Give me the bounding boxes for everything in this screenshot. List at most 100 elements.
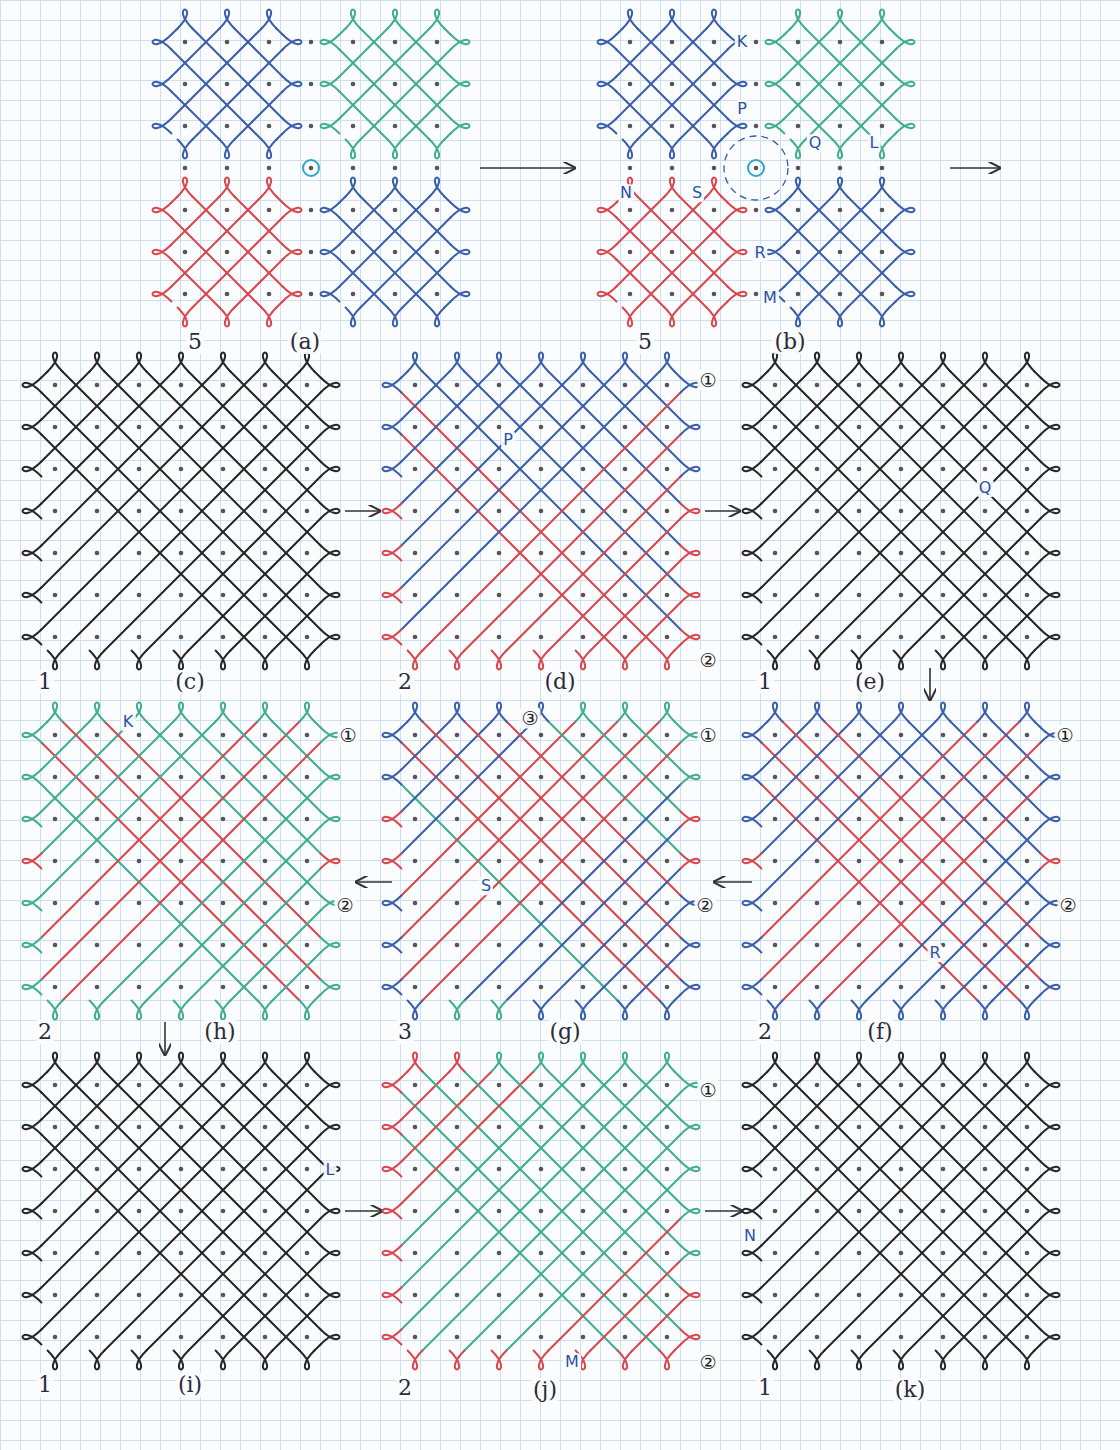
kolam-line [681, 630, 700, 645]
kolam-line [660, 1001, 675, 1020]
kolam-line [1034, 1344, 1040, 1350]
grid-dot [880, 82, 885, 87]
kolam-line [1034, 1071, 1040, 1077]
kolam-line [383, 728, 402, 743]
kolam-line [908, 1071, 1040, 1203]
grid-dot [539, 775, 544, 780]
grid-dot [393, 292, 398, 297]
grid-dot [670, 292, 675, 297]
grid-dot [899, 775, 904, 780]
grid-dot [581, 509, 586, 514]
kolam-line [272, 721, 320, 769]
kolam-line [492, 651, 507, 670]
kolam-line [234, 28, 282, 76]
grid-dot [941, 551, 946, 556]
step-arrow [480, 167, 575, 169]
grid-dot [899, 1335, 904, 1340]
grid-dot [455, 817, 460, 822]
grid-dot [225, 166, 230, 171]
kolam-line [62, 371, 320, 629]
kolam-line [104, 1134, 320, 1350]
grid-dot [941, 383, 946, 388]
kolam-line [321, 1078, 340, 1093]
grid-dot [455, 1251, 460, 1256]
grid-dot [941, 1083, 946, 1088]
grid-dot [497, 551, 502, 556]
grid-dot [95, 551, 100, 556]
kolam-line [178, 308, 193, 327]
kolam-line [346, 10, 361, 29]
kolam-line [321, 35, 340, 50]
grid-dot [983, 859, 988, 864]
kolam-line [41, 1071, 173, 1203]
kolam-line [401, 1071, 659, 1329]
kolam-line [576, 353, 591, 372]
kolam-line [743, 1288, 762, 1303]
grid-dot [1025, 593, 1030, 598]
kolam-line [401, 721, 449, 769]
grid-dot [221, 943, 226, 948]
grid-dot [221, 1125, 226, 1130]
grid-dot [309, 292, 314, 297]
kolam-line [450, 1351, 465, 1370]
grid-dot [815, 1209, 820, 1214]
kolam-line [383, 1288, 402, 1303]
grid-dot [497, 593, 502, 598]
grid-dot [305, 1125, 310, 1130]
grid-dot [263, 593, 268, 598]
grid-dot [221, 901, 226, 906]
kolam-line [766, 35, 785, 50]
kolam-line [321, 77, 340, 92]
kolam-line [784, 28, 832, 76]
step-arrow [714, 881, 752, 883]
kolam-line [90, 703, 105, 722]
kolam-line [616, 28, 664, 76]
grid-dot [857, 1083, 862, 1088]
grid-dot [539, 1125, 544, 1130]
kolam-line [623, 10, 638, 29]
grid-dot [539, 733, 544, 738]
grid-dot [754, 166, 759, 171]
grid-dot [225, 292, 230, 297]
kolam-line [784, 28, 790, 34]
kolam-line [637, 49, 727, 139]
grid-dot [838, 40, 843, 45]
kolam-line [784, 196, 832, 244]
kolam-line [401, 371, 575, 545]
grid-dot [179, 733, 184, 738]
grid-dot [435, 40, 440, 45]
grid-dot [309, 250, 314, 255]
kolam-line [23, 420, 42, 435]
kolam-line [590, 910, 680, 1000]
kolam-line [637, 217, 727, 307]
grid-dot [899, 733, 904, 738]
kolam-line [401, 1071, 617, 1287]
grid-dot [95, 425, 100, 430]
grid-dot [137, 593, 142, 598]
grid-dot [857, 775, 862, 780]
kolam-line [866, 721, 1040, 895]
grid-dot [1025, 775, 1030, 780]
kolam-line [153, 245, 172, 260]
grid-dot [53, 901, 58, 906]
grid-dot [225, 124, 230, 129]
grid-dot [983, 425, 988, 430]
kolam-line [761, 721, 809, 769]
kolam-line [978, 651, 993, 670]
kolam-line [598, 203, 617, 218]
kolam-line [339, 259, 387, 307]
grid-dot [179, 467, 184, 472]
grid-dot [221, 551, 226, 556]
grid-dot [838, 166, 843, 171]
grid-dot [670, 208, 675, 213]
callout-number: ① [1054, 725, 1075, 746]
kolam-line [782, 392, 1040, 650]
kolam-line [41, 721, 299, 979]
kolam-line [383, 896, 402, 911]
grid-dot [581, 1335, 586, 1340]
kolam-line [847, 28, 895, 76]
grid-dot [815, 733, 820, 738]
kolam-line [272, 602, 320, 650]
grid-dot [179, 1293, 184, 1298]
